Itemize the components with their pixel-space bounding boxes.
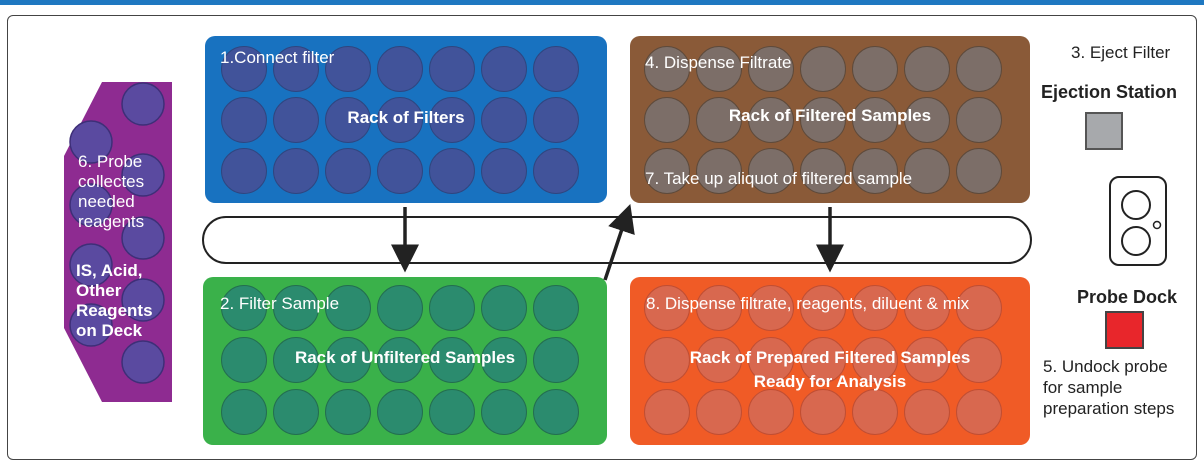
rack-of-filters[interactable]: 1.Connect filter Rack of Filters — [205, 36, 607, 203]
reagents-on-deck-label: IS, Acid, Other Reagents on Deck — [76, 261, 153, 340]
probe-track — [202, 216, 1032, 264]
undock-probe-step-label: 5. Undock probe for sample preparation s… — [1043, 357, 1175, 418]
rack-of-prepared-samples-label: Rack of Prepared Filtered Samples — [689, 348, 971, 367]
ready-for-analysis-label: Ready for Analysis — [753, 372, 907, 391]
wash-station-ports-icon — [1121, 190, 1162, 256]
eject-filter-step-label: 3. Eject Filter — [1071, 43, 1171, 62]
dispense-mix-step-label: 8. Dispense filtrate, reagents, diluent … — [646, 294, 970, 313]
rack-of-prepared-samples[interactable]: 8. Dispense filtrate, reagents, diluent … — [630, 277, 1030, 445]
dispense-filtrate-step-label: 4. Dispense Filtrate — [645, 53, 792, 72]
filter-sample-step-label: 2. Filter Sample — [220, 294, 340, 313]
probe-step-label: 6. Probe collectes needed reagents — [78, 152, 145, 231]
rack-of-unfiltered-samples-label: Rack of Unfiltered Samples — [294, 348, 516, 367]
ejection-station-label: Ejection Station — [1041, 82, 1178, 102]
wash-station[interactable] — [1109, 176, 1167, 266]
rack-of-unfiltered-samples[interactable]: 2. Filter Sample Rack of Unfiltered Samp… — [203, 277, 607, 445]
ejection-station[interactable] — [1085, 112, 1123, 150]
rack-of-filters-label: Rack of Filters — [347, 108, 465, 127]
probe-dock[interactable] — [1105, 311, 1144, 349]
take-aliquot-step-label: 7. Take up aliquot of filtered sample — [645, 169, 913, 188]
probe-dock-label: Probe Dock — [1077, 287, 1178, 307]
connect-filter-step-label: 1.Connect filter — [220, 48, 335, 67]
top-bar — [0, 0, 1204, 5]
rack-of-filtered-samples[interactable]: 4. Dispense Filtrate Rack of Filtered Sa… — [630, 36, 1030, 203]
rack-of-filtered-samples-label: Rack of Filtered Samples — [728, 106, 932, 125]
